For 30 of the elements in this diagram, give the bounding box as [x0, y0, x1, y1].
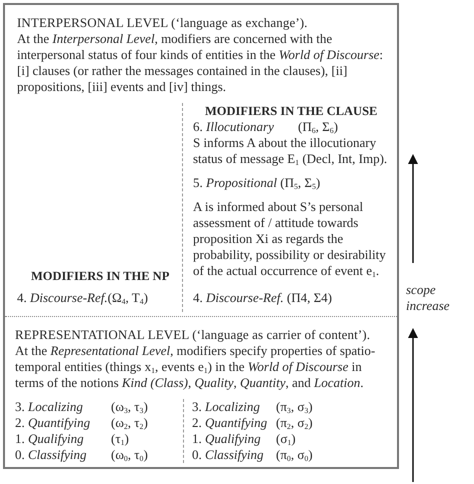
modifier-operators: (π$_{3}$, σ$_{3}$) [276, 399, 314, 415]
modifier-entry: 4. Discourse-Ref.(Ω$_{4}$, Τ$_{4}$) [17, 290, 149, 306]
modifier-operators: (σ$_{1}$) [276, 431, 297, 447]
modifier-operators: (ω$_{3}$, τ$_{3}$) [111, 399, 149, 415]
modifier-operators: (τ$_{1}$) [111, 431, 130, 447]
section-heading: INTERPERSONAL LEVEL (‘language as exchange’). [17, 15, 309, 31]
modifier-operators: (ω$_{0}$, τ$_{0}$) [111, 447, 149, 463]
section-text: At the Representational Level, modifiers specify properties of spatio-temporal entities (things x$_{1}$, events e$_{1}$) in the World of Discourse in terms of the notions Kind (Class), Quality, Quantity, and Location. [15, 343, 376, 391]
modifier-description: A is informed about S’s personal assessment of / attitude towards proposition Xi as regards the probability, possibility or desirability of the actual occurrence of event e$_{1}$. [193, 199, 387, 279]
modifier-operators: (π$_{2}$, σ$_{2}$) [276, 415, 314, 431]
modifier-entry: 3. Localizing [15, 399, 84, 415]
modifier-entry: 1. Qualifying [192, 431, 262, 447]
modifier-entry: 6. Illocutionary [193, 119, 275, 135]
modifier-entry: 3. Localizing [192, 399, 261, 415]
column-heading: MODIFIERS IN THE NP [30, 268, 170, 284]
modifier-entry: 1. Qualifying [15, 431, 85, 447]
modifier-operators: (π$_{0}$, σ$_{0}$) [276, 447, 314, 463]
section-text: At the Interpersonal Level, modifiers are concerned with the interpersonal status of four kinds of entities in the World of Discourse: [i] clauses (or rather the messages contained in the clauses), [ii] propositions, [iii] events and [iv] things. [17, 31, 384, 95]
modifier-entry: 2. Quantifying [192, 415, 268, 431]
modifier-entry: 4. Discourse-Ref. (Π4, Σ4) [193, 290, 333, 306]
axis-label: scope increase [406, 282, 451, 314]
modifier-entry: 0. Classifying [192, 447, 265, 463]
modifier-operators: (Π$_{6}$, Σ$_{6}$) [298, 119, 339, 135]
modifier-operators: (ω$_{2}$, τ$_{2}$) [111, 415, 149, 431]
modifier-entry: 2. Quantifying [15, 415, 92, 431]
column-heading: MODIFIERS IN THE CLAUSE [204, 103, 378, 119]
modifier-entry: 5. Propositional (Π$_{5}$, Σ$_{5}$) [193, 175, 322, 191]
section-heading: REPRESENTATIONAL LEVEL (‘language as carrier of content’). [15, 327, 372, 343]
modifier-description: S informs A about the illocutionary status of message E$_{1}$ (Decl, Int, Imp). [193, 135, 388, 167]
modifier-entry: 0. Classifying [15, 447, 88, 463]
